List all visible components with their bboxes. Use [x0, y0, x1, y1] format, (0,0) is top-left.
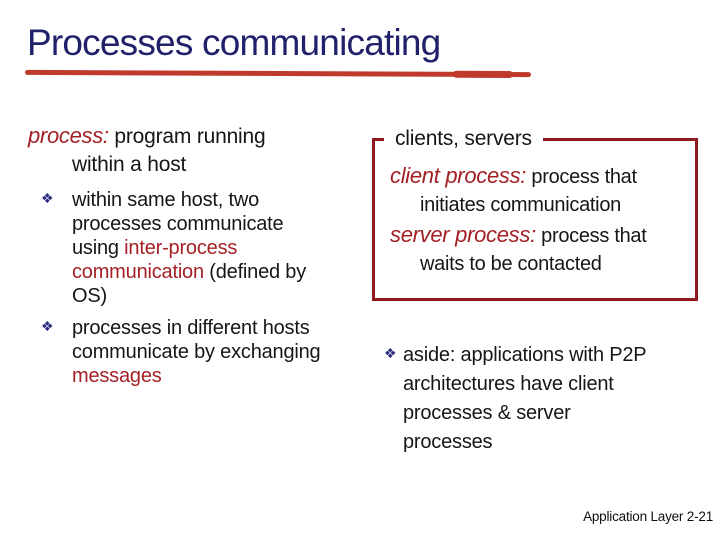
bullet-line: communicate by exchanging	[72, 341, 321, 363]
inter-process-term: inter-process	[124, 237, 238, 259]
bullet-diamond-icon: ❖	[384, 345, 397, 361]
bullet-line: using inter-process	[72, 236, 306, 260]
title-underline	[24, 69, 532, 78]
process-definition-line2: within a host	[72, 153, 187, 176]
client-process-term: client process:	[390, 163, 527, 188]
page-title: Processes communicating	[27, 22, 441, 63]
bullet-diamond-icon: ❖	[41, 190, 54, 206]
bullet-diamond-icon: ❖	[41, 318, 54, 334]
server-process-line1: server process: process that	[390, 221, 687, 250]
bullet-aside-text: aside: applications with P2P architectur…	[403, 341, 647, 457]
server-process-definition: server process: process that waits to be…	[390, 221, 687, 278]
client-process-line1: client process: process that	[390, 162, 687, 191]
clients-servers-box: clients, servers client process: process…	[372, 127, 698, 301]
bullet-line-text: using	[72, 237, 125, 259]
slide-footer: Application Layer 2-21	[583, 509, 713, 524]
messages-term: messages	[72, 365, 162, 387]
bullet-line: OS)	[72, 285, 107, 307]
bullet-line: aside: applications with P2P	[403, 344, 647, 366]
bullet-line: architectures have client	[403, 373, 614, 395]
server-process-term: server process:	[390, 222, 536, 247]
bullet-same-host-text: within same host, two processes communic…	[72, 188, 306, 308]
server-process-text: process that	[535, 225, 647, 247]
bullet-line: communication (defined by	[72, 260, 306, 284]
client-process-definition: client process: process that initiates c…	[390, 162, 687, 219]
bullet-line: within same host, two	[72, 189, 259, 211]
bullet-line: processes communicate	[72, 213, 284, 235]
bullet-line: processes	[403, 431, 493, 453]
communication-term: communication	[72, 261, 204, 283]
process-definition: process: program running within a host	[28, 122, 266, 179]
server-process-line2: waits to be contacted	[420, 253, 602, 275]
box-legend: clients, servers	[384, 127, 543, 151]
client-process-text: process that	[526, 166, 637, 188]
bullet-line-text: (defined by	[203, 261, 307, 283]
bullet-line: processes & server	[403, 402, 571, 424]
process-term: process:	[28, 123, 109, 148]
bullet-line: processes in different hosts	[72, 317, 310, 339]
bullet-different-hosts-text: processes in different hosts communicate…	[72, 316, 321, 388]
process-definition-text: program running	[108, 125, 266, 148]
client-process-line2: initiates communication	[420, 194, 621, 216]
bullet-aside-p2p: ❖ aside: applications with P2P architect…	[372, 341, 647, 457]
bullet-different-hosts: ❖ processes in different hosts communica…	[28, 316, 321, 388]
process-definition-line1: process: program running	[28, 122, 266, 151]
bullet-same-host: ❖ within same host, two processes commun…	[28, 188, 306, 308]
